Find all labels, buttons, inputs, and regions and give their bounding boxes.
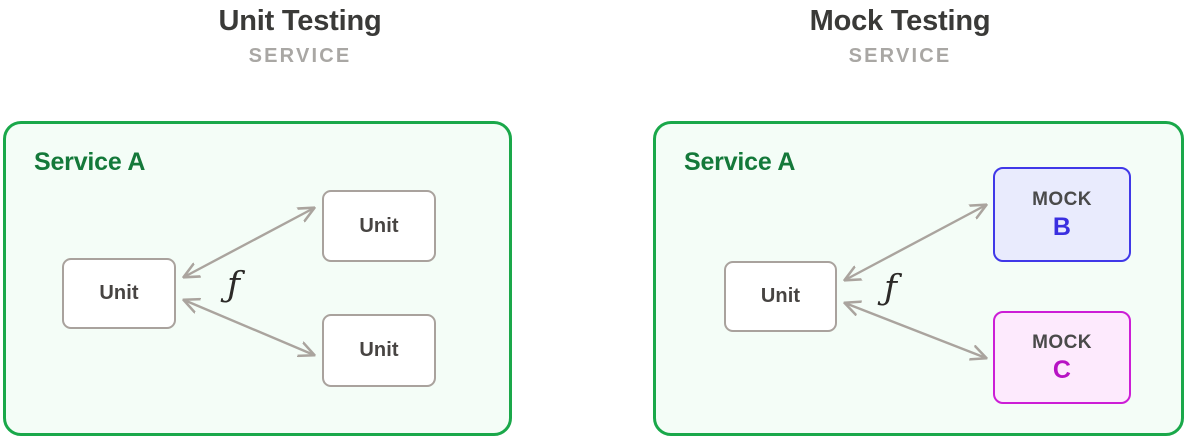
panel-unit-testing: Unit Testing SERVICE [0,0,600,68]
function-glyph-left: ƒ [227,265,240,305]
page-subtitle-unit-testing: SERVICE [248,45,352,67]
node-label: Unit [760,285,801,307]
node-label: Unit [359,214,399,237]
panel-heading-unit-testing: Unit Testing SERVICE [0,0,600,68]
service-label-a-right: Service A [684,148,796,176]
service-label-a-left: Service A [34,148,146,176]
node-label: Unit [99,282,139,304]
node-mock-kind: MOCK [1032,188,1092,210]
node-mock-name: B [1052,212,1072,241]
node-mock-c[interactable]: MOCK C [993,311,1131,404]
node-unit-main-left[interactable]: Unit [62,258,176,329]
panel-mock-testing: Mock Testing SERVICE [600,0,1200,440]
panel-heading-mock-testing: Mock Testing SERVICE [600,0,1200,68]
page-subtitle-mock-testing: SERVICE [848,45,952,67]
node-unit-main-right[interactable]: Unit [724,261,837,332]
function-glyph-right: ƒ [884,268,897,308]
node-mock-kind: MOCK [1032,331,1092,353]
node-mock-name: C [1052,355,1072,384]
page-title-mock-testing: Mock Testing [809,5,991,37]
node-unit-top-left[interactable]: Unit [322,190,436,262]
node-label: Unit [359,339,399,361]
page-title-unit-testing: Unit Testing [218,5,382,37]
node-unit-bottom-left[interactable]: Unit [322,314,436,387]
node-mock-b[interactable]: MOCK B [993,167,1131,262]
